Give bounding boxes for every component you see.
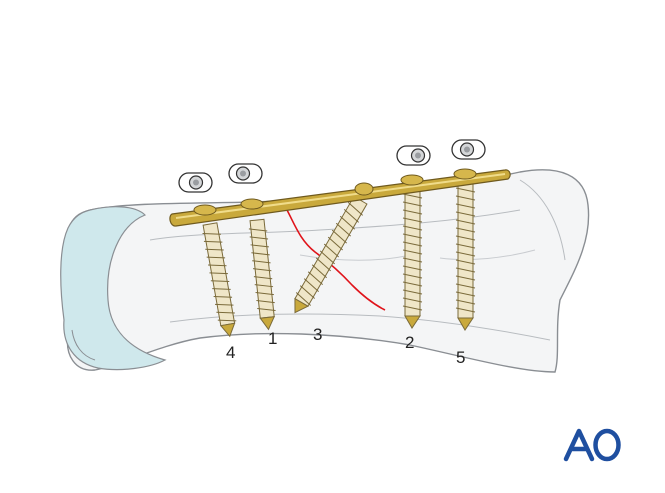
fracture-line xyxy=(286,209,386,311)
screw-head-2 xyxy=(400,174,424,186)
hole-detail-icon xyxy=(228,163,263,184)
screw-label-1: 1 xyxy=(268,329,277,348)
hole-detail-icon xyxy=(396,145,431,166)
plate-hole-details xyxy=(178,139,486,193)
screw-label-4: 4 xyxy=(226,343,235,362)
screw-4 xyxy=(202,222,237,338)
bone-plate xyxy=(169,168,511,227)
screw-label-3: 3 xyxy=(313,325,322,344)
screw-head-1 xyxy=(240,198,264,210)
screw-label-5: 5 xyxy=(456,348,465,367)
screw-2 xyxy=(402,185,423,329)
ao-logo xyxy=(563,428,621,462)
screw-head-4 xyxy=(193,204,217,216)
screws xyxy=(202,179,476,338)
hole-detail-icon xyxy=(178,172,213,193)
screw-label-2: 2 xyxy=(405,333,414,352)
screw-head-5 xyxy=(453,168,477,180)
hole-detail-icon xyxy=(451,139,486,160)
screw-5 xyxy=(455,179,476,331)
screw-1 xyxy=(248,218,276,331)
screw-head-3 xyxy=(354,182,374,196)
